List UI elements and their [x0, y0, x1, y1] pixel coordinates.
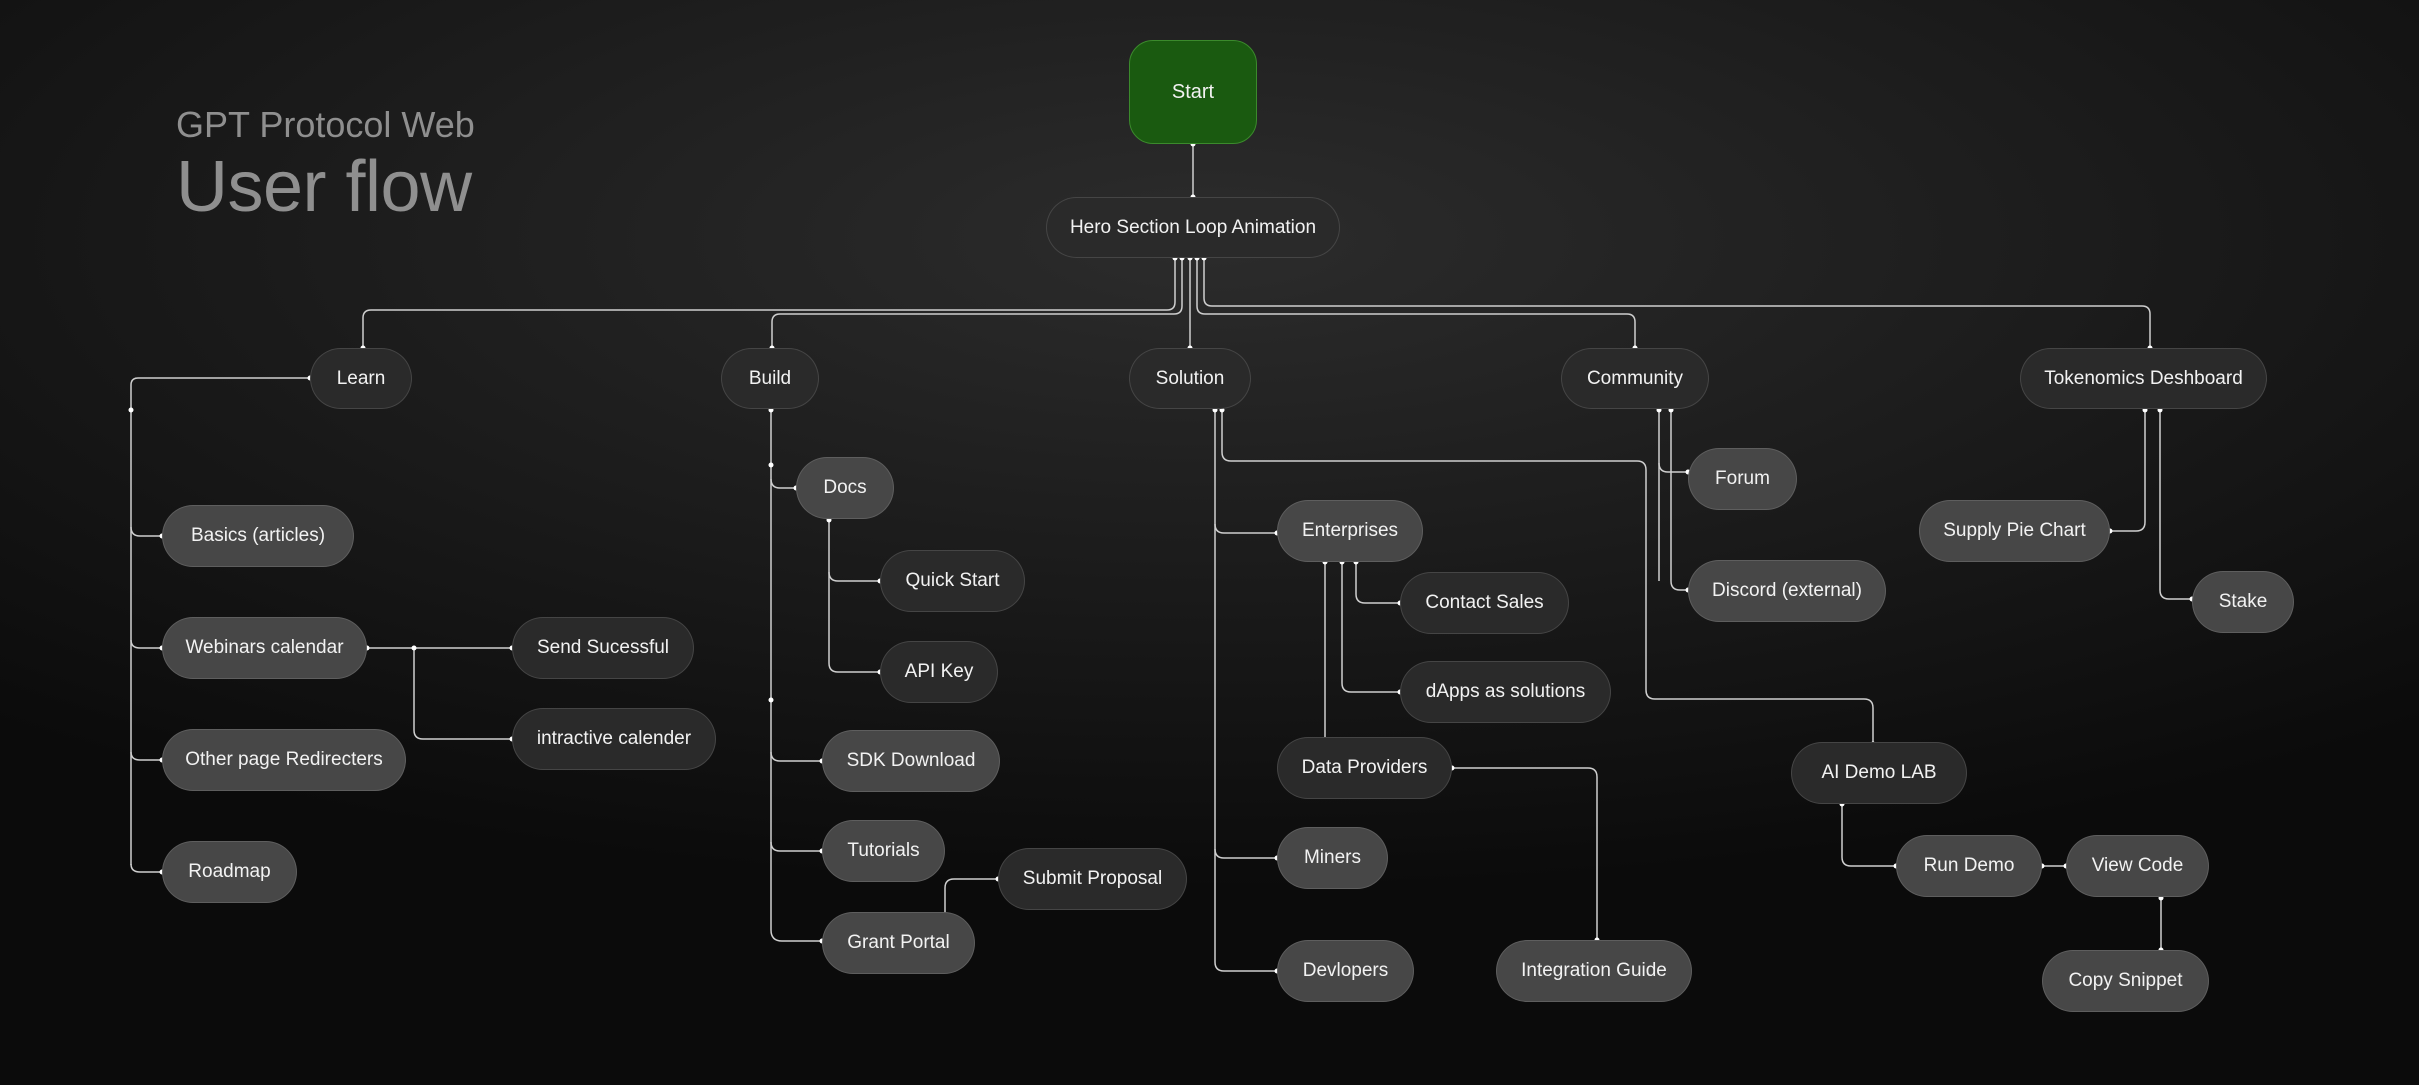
node-solution[interactable]: Solution — [1129, 348, 1251, 409]
node-tokenomics-dashboard[interactable]: Tokenomics Deshboard — [2020, 348, 2267, 409]
node-forum[interactable]: Forum — [1688, 448, 1797, 510]
node-tutorials[interactable]: Tutorials — [822, 820, 945, 882]
node-submit-proposal[interactable]: Submit Proposal — [998, 848, 1187, 910]
node-stake[interactable]: Stake — [2192, 571, 2294, 633]
node-contact-sales[interactable]: Contact Sales — [1400, 572, 1569, 634]
node-quick-start[interactable]: Quick Start — [880, 550, 1025, 612]
node-data-providers[interactable]: Data Providers — [1277, 737, 1452, 799]
node-interactive-calendar[interactable]: intractive calender — [512, 708, 716, 770]
node-basics-articles[interactable]: Basics (articles) — [162, 505, 354, 567]
node-send-successful[interactable]: Send Sucessful — [512, 617, 694, 679]
node-ai-demo-lab[interactable]: AI Demo LAB — [1791, 742, 1967, 804]
node-supply-pie-chart[interactable]: Supply Pie Chart — [1919, 500, 2110, 562]
node-webinars-calendar[interactable]: Webinars calendar — [162, 617, 367, 679]
node-integration-guide[interactable]: Integration Guide — [1496, 940, 1692, 1002]
node-developers[interactable]: Devlopers — [1277, 940, 1414, 1002]
node-start[interactable]: Start — [1129, 40, 1257, 144]
node-learn[interactable]: Learn — [310, 348, 412, 409]
node-roadmap[interactable]: Roadmap — [162, 841, 297, 903]
node-sdk-download[interactable]: SDK Download — [822, 730, 1000, 792]
node-run-demo[interactable]: Run Demo — [1896, 835, 2042, 897]
diagram-subtitle: GPT Protocol Web — [176, 104, 475, 145]
node-copy-snippet[interactable]: Copy Snippet — [2042, 950, 2209, 1012]
node-hero-section[interactable]: Hero Section Loop Animation — [1046, 197, 1340, 258]
node-dapps-as-solutions[interactable]: dApps as solutions — [1400, 661, 1611, 723]
diagram-title: User flow — [176, 147, 472, 227]
node-build[interactable]: Build — [721, 348, 819, 409]
node-enterprises[interactable]: Enterprises — [1277, 500, 1423, 562]
node-view-code[interactable]: View Code — [2066, 835, 2209, 897]
node-api-key[interactable]: API Key — [880, 641, 998, 703]
node-community[interactable]: Community — [1561, 348, 1709, 409]
node-docs[interactable]: Docs — [796, 457, 894, 519]
node-discord-external[interactable]: Discord (external) — [1688, 560, 1886, 622]
node-other-page-redirecters[interactable]: Other page Redirecters — [162, 729, 406, 791]
node-miners[interactable]: Miners — [1277, 827, 1388, 889]
node-grant-portal[interactable]: Grant Portal — [822, 912, 975, 974]
